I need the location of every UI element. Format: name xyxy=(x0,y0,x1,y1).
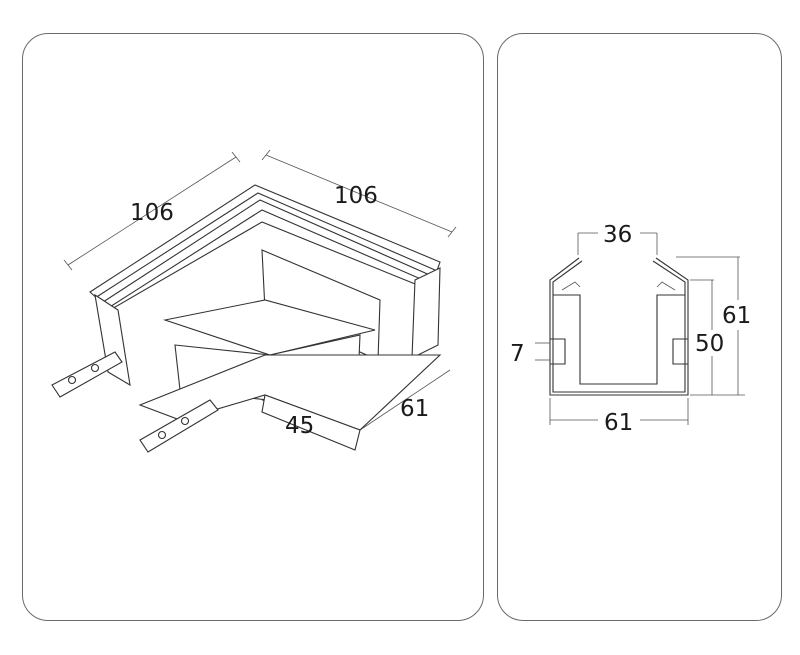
dimension-label: 106 xyxy=(130,200,174,226)
dimension-label: 61 xyxy=(722,303,751,329)
profile-section-panel xyxy=(497,33,782,621)
dimension-label: 106 xyxy=(334,183,378,209)
profile-section-drawing: 36 7 50 61 61 xyxy=(510,222,751,436)
dimension-label: 45 xyxy=(285,413,314,439)
dimension-label: 36 xyxy=(603,222,632,248)
dimension-label: 61 xyxy=(604,410,633,436)
corner-connector-drawing: 106 106 45 61 xyxy=(51,149,457,453)
dimension-label: 50 xyxy=(695,331,724,357)
dimension-label: 7 xyxy=(510,341,525,367)
dimension-label: 61 xyxy=(400,396,429,422)
